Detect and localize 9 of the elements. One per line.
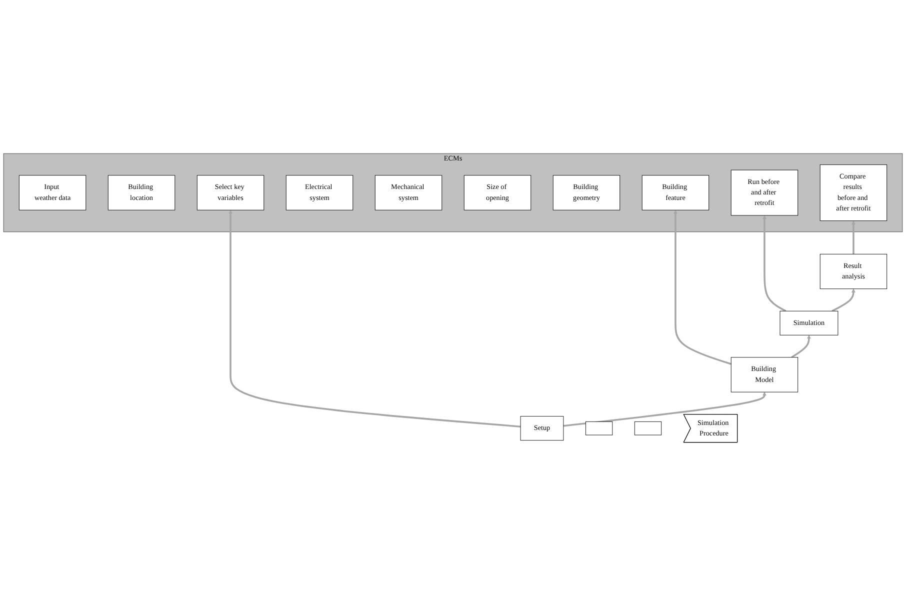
node-box — [634, 421, 662, 436]
arrow — [228, 210, 521, 428]
arrow — [674, 210, 732, 365]
arrow — [563, 392, 766, 427]
arrow — [762, 215, 786, 312]
arrow — [832, 288, 856, 312]
node-box — [585, 421, 613, 436]
arrow — [791, 334, 811, 358]
arrow — [852, 220, 856, 254]
